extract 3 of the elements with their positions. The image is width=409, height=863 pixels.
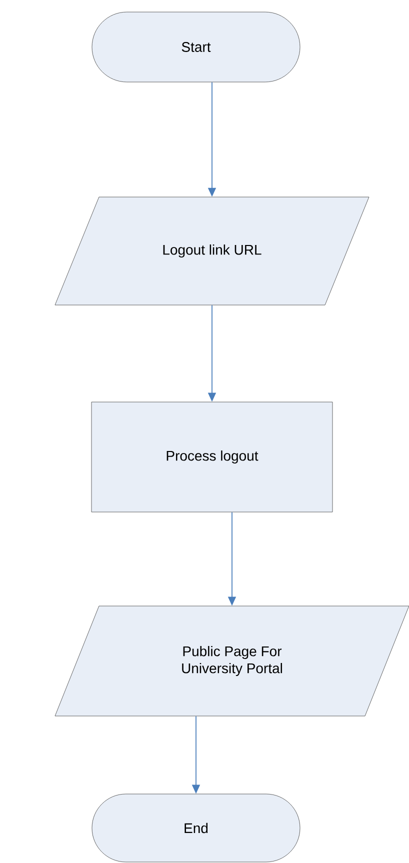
- data-parallelogram: Public Page For University Portal: [54, 606, 409, 716]
- data-parallelogram: Logout link URL: [54, 196, 370, 306]
- process-box: Process logout: [91, 402, 333, 512]
